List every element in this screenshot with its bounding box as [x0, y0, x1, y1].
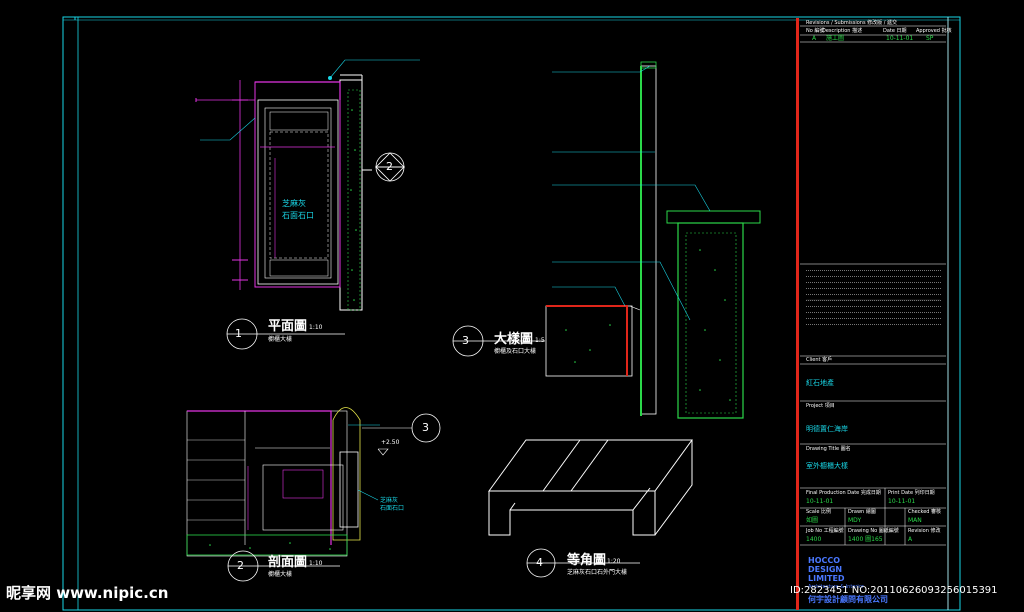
plan-view-number: 1 [235, 327, 242, 340]
drawing-title-value: 室外櫥櫃大樣 [806, 462, 848, 470]
section-view-subtitle: 櫥櫃大樣 [268, 571, 293, 578]
plan-material-line1: 芝麻灰 [282, 199, 306, 208]
title-block-red-bar [796, 18, 799, 610]
rev-col-desc: Description 描述 [822, 28, 863, 34]
company-name-chinese: 何宇設計顧問有限公司 [808, 595, 888, 604]
section-detail-callout: 3 [422, 421, 429, 434]
section-material-line2: 石面石口 [380, 505, 405, 512]
detail-view-number: 3 [462, 334, 469, 347]
print-date-label: Print Date 列印日期 [888, 490, 935, 496]
job-no-label: Job No 工程編號 [806, 528, 844, 534]
project-value: 明德置仁海岸 [806, 425, 848, 433]
rev-row-no: A [812, 35, 817, 42]
rev-col-approved: Approved 批核 [916, 28, 952, 34]
detail-view-title: 大樣圖 [494, 332, 534, 347]
plan-view-title: 平面圖 [268, 319, 308, 334]
company-tagline: Architecture & Interior [808, 584, 864, 590]
level-marker: +2.50 [381, 439, 400, 446]
iso-view-title: 等角圖 [567, 553, 607, 568]
iso-view-subtitle: 芝麻灰石口石外門大樣 [567, 569, 628, 576]
watermark-site: 昵享网 www.nipic.cn [6, 584, 169, 602]
revision-value: A [908, 536, 913, 543]
job-no-value: 1400 [806, 536, 822, 543]
watermark-id: ID:2823451 NO:20110626093256015391 [790, 585, 998, 596]
final-date-label: Final Production Date 完成日期 [806, 490, 881, 496]
rev-row-approved: SP [926, 35, 934, 42]
company-name-1: HOCCO [808, 556, 841, 565]
detail-view [452, 61, 761, 419]
plan-view-scale: 1:10 [309, 324, 323, 331]
final-date-value: 10-11-01 [806, 498, 834, 505]
iso-view [488, 439, 693, 578]
print-date-value: 10-11-01 [888, 498, 916, 505]
drawing-title-label: Drawing Title 圖名 [806, 446, 851, 452]
client-label: Client 客戶 [806, 357, 833, 363]
section-view-number: 2 [237, 559, 244, 572]
company-logo: HOCCO DESIGN LIMITED [808, 556, 845, 583]
section-view-title: 剖面圖 [268, 555, 308, 570]
detail-view-subtitle: 櫥櫃及石口大樣 [494, 348, 537, 355]
scale-label: Scale 比例 [806, 509, 832, 515]
iso-view-scale: 1:20 [607, 558, 621, 565]
general-notes [806, 268, 941, 330]
project-label: Project 項目 [806, 403, 835, 409]
revision-label: Revision 修改 [908, 528, 941, 534]
company-name-2: DESIGN [808, 565, 843, 574]
drawn-value: MDY [848, 517, 862, 524]
rev-row-date: 10-11-01 [886, 35, 914, 42]
revisions-header: Revisions / Submissions 修改版 / 遞交 [806, 20, 898, 26]
drawing-no-value: 1400 圖165 [848, 536, 883, 543]
detail-view-scale: 1:5 [535, 337, 545, 344]
plan-section-callout: 2 [386, 160, 393, 173]
section-view [186, 407, 441, 582]
plan-view [195, 59, 420, 350]
drawn-label: Drawn 繪圖 [848, 509, 876, 515]
client-value: 紅石地產 [806, 379, 834, 387]
plan-material-line2: 石面石口 [282, 211, 314, 220]
checked-value: MAN [908, 517, 922, 524]
iso-view-number: 4 [536, 556, 543, 569]
rev-col-no: No 編號 [806, 28, 825, 34]
section-material-line1: 芝麻灰 [380, 497, 399, 504]
plan-view-subtitle: 櫥櫃大樣 [268, 336, 293, 343]
rev-col-date: Date 日期 [883, 28, 907, 34]
rev-row-desc: 施工圖 [826, 35, 845, 42]
drawing-no-label: Drawing No 圖紙編號 [848, 528, 899, 534]
checked-label: Checked 審核 [908, 509, 942, 515]
scale-value: 如圖 [806, 517, 819, 524]
company-name-3: LIMITED [808, 574, 845, 583]
section-view-scale: 1:10 [309, 560, 323, 567]
